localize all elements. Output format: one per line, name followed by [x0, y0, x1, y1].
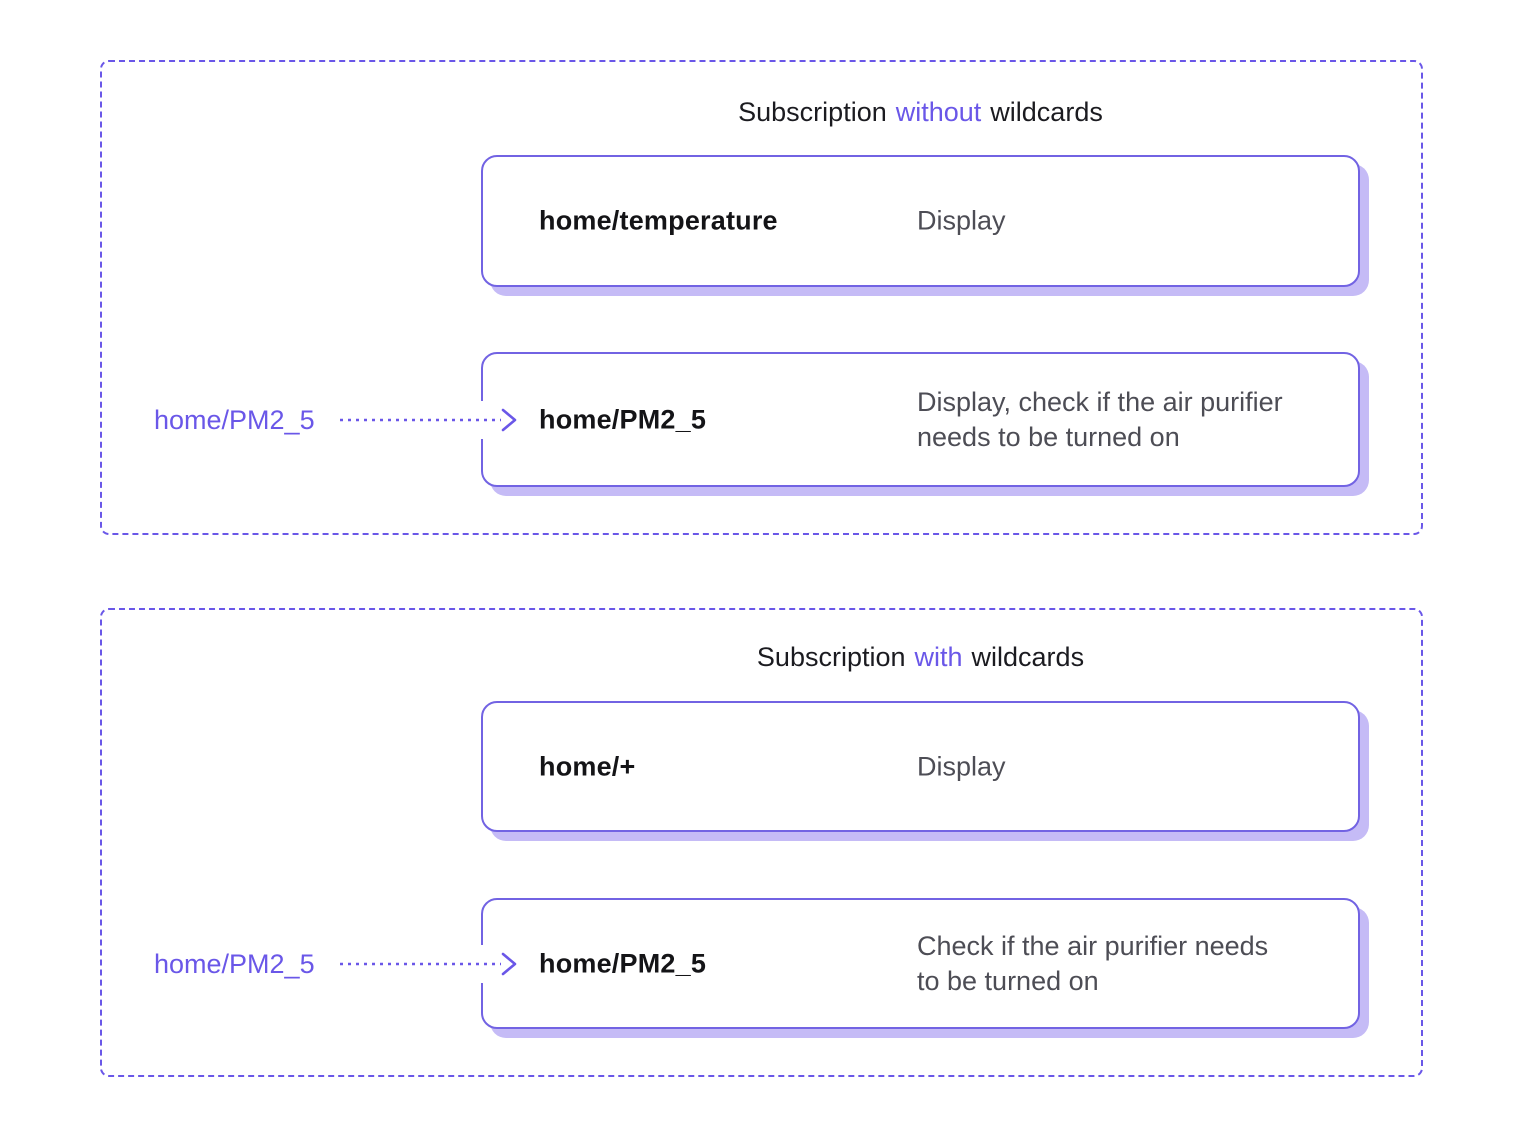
- action-description: Display, check if the air purifier needs…: [917, 385, 1283, 455]
- subscription-card-home-pm25-wildcard: home/PM2_5 Check if the air purifier nee…: [481, 898, 1360, 1029]
- panel-subscription-without-wildcards: [100, 60, 1423, 535]
- action-description: Display: [917, 204, 1006, 239]
- publish-arrow: [340, 952, 517, 976]
- subscription-card-home-temperature: home/temperature Display: [481, 155, 1360, 287]
- panel-title-with-wildcards: Subscription with wildcards: [481, 641, 1360, 673]
- subscription-card-home-plus-wildcard: home/+ Display: [481, 701, 1360, 832]
- title-pre: Subscription: [756, 642, 906, 672]
- title-pre: Subscription: [738, 97, 887, 127]
- subscription-card-home-pm25: home/PM2_5 Display, check if the air pur…: [481, 352, 1360, 487]
- action-description: Check if the air purifier needs to be tu…: [917, 929, 1268, 999]
- description-line: Check if the air purifier needs: [917, 930, 1269, 961]
- title-highlight: with: [914, 642, 963, 672]
- title-highlight: without: [895, 97, 982, 127]
- publish-arrow: [340, 408, 517, 432]
- title-post: wildcards: [990, 97, 1103, 127]
- topic-label: home/+: [539, 751, 636, 781]
- published-topic-label: home/PM2_5: [154, 405, 315, 435]
- topic-label: home/PM2_5: [539, 948, 707, 978]
- topic-label: home/PM2_5: [539, 404, 707, 434]
- description-line: Display: [917, 751, 1006, 781]
- description-line: needs to be turned on: [917, 421, 1180, 452]
- panel-subscription-with-wildcards: [100, 608, 1423, 1077]
- panel-title-without-wildcards: Subscription without wildcards: [481, 96, 1360, 128]
- description-line: Display: [917, 205, 1006, 236]
- published-topic-label: home/PM2_5: [154, 949, 315, 979]
- description-line: Display, check if the air purifier: [917, 386, 1283, 417]
- description-line: to be turned on: [917, 965, 1099, 996]
- topic-label: home/temperature: [539, 205, 778, 236]
- arrow-border-gap: [473, 945, 489, 983]
- title-post: wildcards: [971, 642, 1085, 672]
- action-description: Display: [917, 749, 1006, 784]
- arrow-border-gap: [473, 401, 489, 439]
